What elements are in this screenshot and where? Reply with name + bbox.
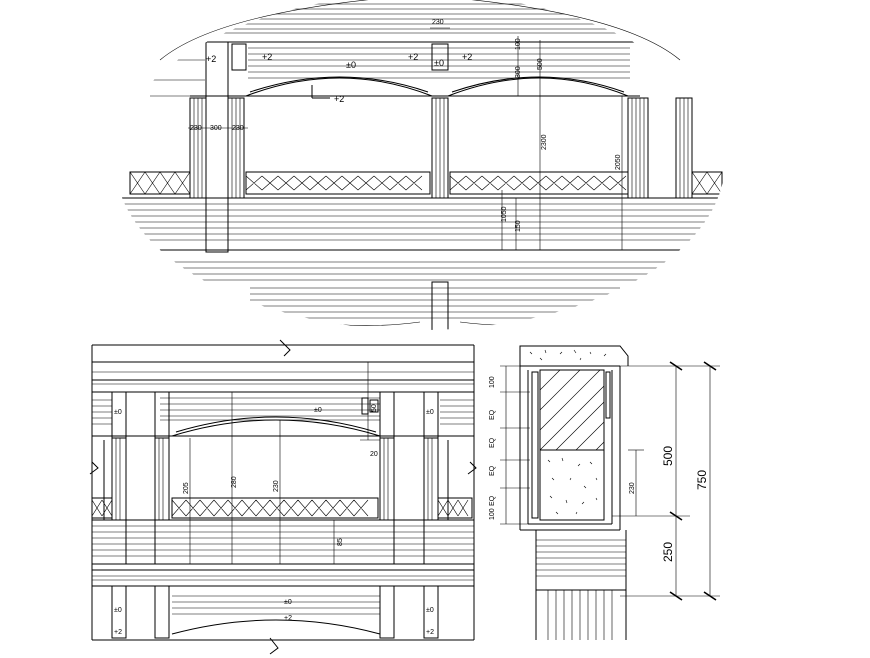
dim-230: 230 [273,480,280,492]
level-mid-right: +2 [408,52,418,62]
dim-2050: 2050 [615,154,622,170]
dim-500: 500 [537,58,544,70]
section-dim-750: 750 [695,470,709,490]
dim-100: 100 [515,38,522,50]
bottom-zero-left: ±0 [114,607,122,614]
dim-280: 280 [231,476,238,488]
dim-post-a: 230 [190,125,202,132]
dim-post-b: 300 [210,125,222,132]
top-elevation: +2 +2 ±0 +2 ±0 +2 +2 230 100 300 500 230… [115,0,725,330]
top-dimensions [188,27,623,250]
section-dim-250: 250 [661,542,675,562]
section-detail: 100 EQ EQ EQ EQ 100 500 750 250 230 [489,345,720,640]
level-mid-left: +2 [262,52,272,62]
dim-50: 50 [371,404,378,412]
top-left-diag [140,59,205,97]
dim-85: 85 [337,538,344,546]
dim-2300: 2300 [541,134,548,150]
top-posts [189,41,693,253]
top-floor [120,197,725,330]
zero-right: ±0 [426,409,434,416]
dim-1050: 1050 [501,206,508,222]
level-right-zero: ±0 [434,58,444,68]
section-dim-100-bottom: 100 [489,508,496,520]
dim-150: 150 [515,220,522,232]
bottom-zero-right: ±0 [426,607,434,614]
section-eq-4: EQ [489,495,496,506]
dim-post-c: 230 [232,125,244,132]
bottom-zero-center: ±0 [284,599,292,606]
section-dim-230: 230 [629,482,636,494]
section-dim-100-top: 100 [489,376,496,388]
zero-center: ±0 [314,407,322,414]
bottom-plus-center: +2 [284,615,292,622]
top-beam [190,41,640,97]
section-eq-2: EQ [489,437,496,448]
bottom-plus-right: +2 [426,629,434,636]
level-right: +2 [462,52,472,62]
top-roof-lines [115,3,725,34]
section-eq-3: EQ [489,465,496,476]
section-dim-500: 500 [661,446,675,466]
top-railing [129,171,723,195]
dim-top-width: 230 [432,19,444,26]
arch-level: +2 [334,94,344,104]
section-eq-1: EQ [489,409,496,420]
zero-left: ±0 [114,409,122,416]
level-center: ±0 [346,60,356,70]
bottom-plus-left: +2 [114,629,122,636]
dim-205: 205 [183,482,190,494]
dim-20: 20 [370,451,378,458]
bottom-elevation: ±0 ±0 ±0 280 230 205 85 20 50 ±0 ±0 ±0 +… [89,339,477,655]
level-left: +2 [206,54,216,64]
dim-300: 300 [515,66,522,78]
